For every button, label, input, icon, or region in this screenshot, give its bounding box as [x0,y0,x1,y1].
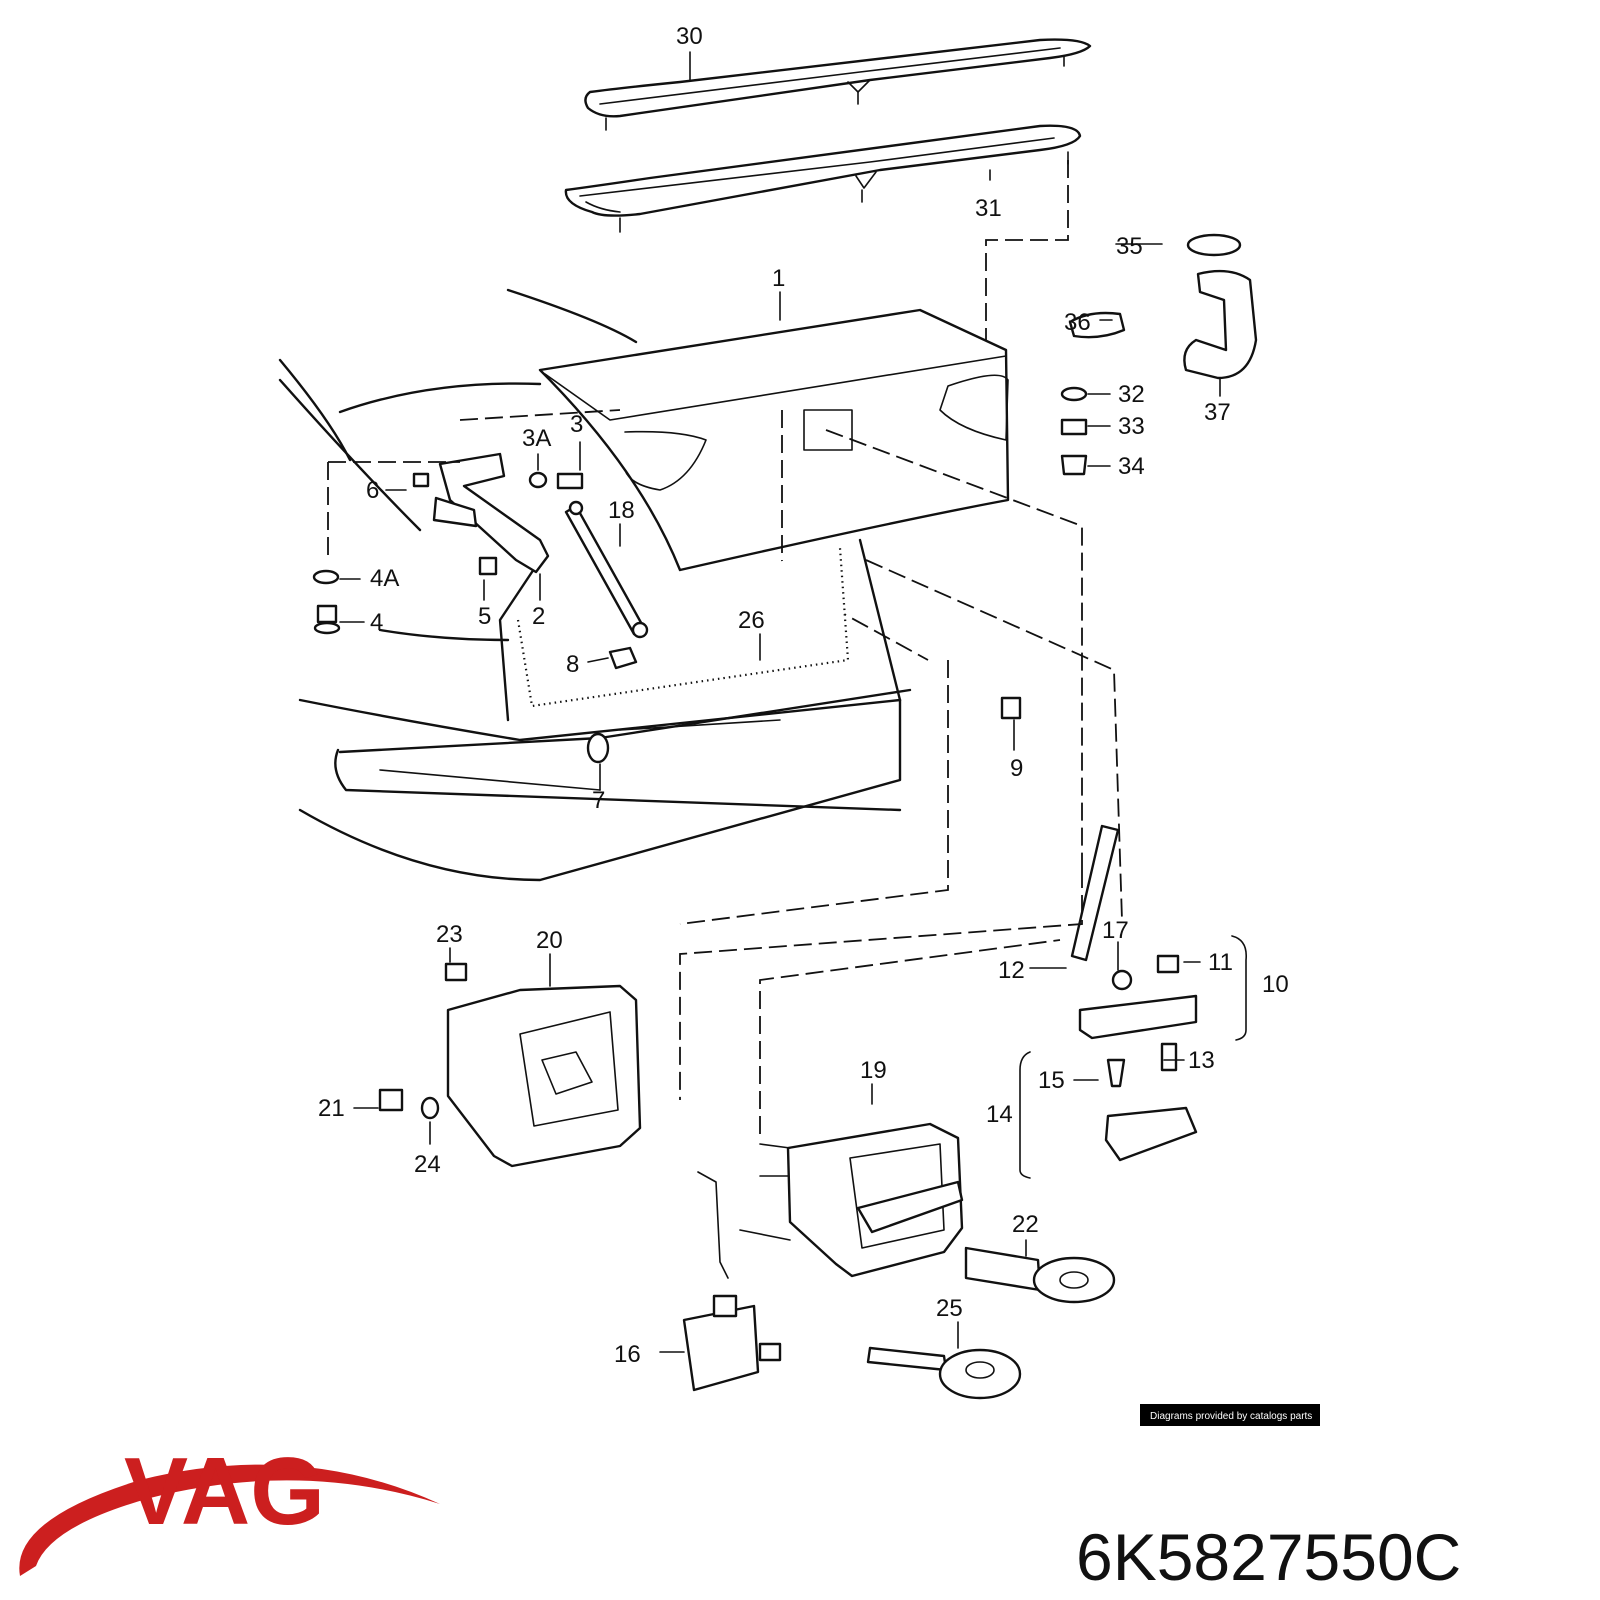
callout-10: 10 [1262,971,1289,998]
trunk-weatherstrip [516,547,850,708]
callout-11: 11 [1208,949,1233,976]
leader-lines [339,51,1221,1353]
callout-4: 4 [370,609,383,636]
credit-banner [1140,1404,1320,1426]
rear-spoiler-lower [564,124,1082,233]
callout-35: 35 [1116,233,1143,260]
callout-labels: 30 31 1 35 36 37 32 33 34 3A 3 6 18 4A 4… [318,23,1289,1368]
callout-6: 6 [366,477,379,504]
callout-16: 16 [614,1341,641,1368]
callout-26: 26 [738,607,765,634]
callout-8: 8 [566,651,579,678]
callout-20: 20 [536,927,563,954]
callout-24: 24 [414,1151,441,1178]
callout-23: 23 [436,921,463,948]
micro-switch [682,1171,782,1392]
trunk-lid [538,308,1123,921]
trunk-handle [739,939,1061,1278]
callout-15: 15 [1038,1067,1065,1094]
callout-2: 2 [532,603,545,630]
callout-32: 32 [1118,381,1145,408]
callout-36: 36 [1064,309,1091,336]
callout-18: 18 [608,497,635,524]
callout-34: 34 [1118,453,1145,480]
credit-text: Diagrams provided by catalogs parts [1150,1411,1312,1422]
callout-7: 7 [592,787,605,814]
callout-4A: 4A [370,565,399,592]
part-number: 6K5827550C [1076,1520,1461,1594]
callout-3: 3 [570,411,583,438]
callout-13: 13 [1188,1047,1215,1074]
rear-spoiler-upper [584,38,1092,131]
gas-strut [564,500,649,639]
vag-logo-swoosh [19,1464,441,1576]
callout-12: 12 [998,957,1025,984]
lock-assembly [679,824,1248,1179]
hinge-assembly [327,409,621,576]
callout-3A: 3A [522,425,551,452]
callout-14: 14 [986,1101,1013,1128]
callout-5: 5 [478,603,491,630]
callout-9: 9 [1010,755,1023,782]
lock-cylinder [964,1246,1116,1304]
callout-21: 21 [318,1095,345,1122]
car-rear-body [278,288,912,882]
vag-logo: VAG [124,1438,325,1545]
callout-22: 22 [1012,1211,1039,1238]
callout-1: 1 [772,265,785,292]
callout-33: 33 [1118,413,1145,440]
callout-30: 30 [676,23,703,50]
callout-17: 17 [1102,917,1129,944]
callout-37: 37 [1204,399,1231,426]
handle-housing [378,660,949,1168]
callout-19: 19 [860,1057,887,1084]
hardware-parts [312,233,1258,764]
callout-31: 31 [975,195,1002,222]
ignition-key [866,1346,1022,1400]
callout-25: 25 [936,1295,963,1322]
